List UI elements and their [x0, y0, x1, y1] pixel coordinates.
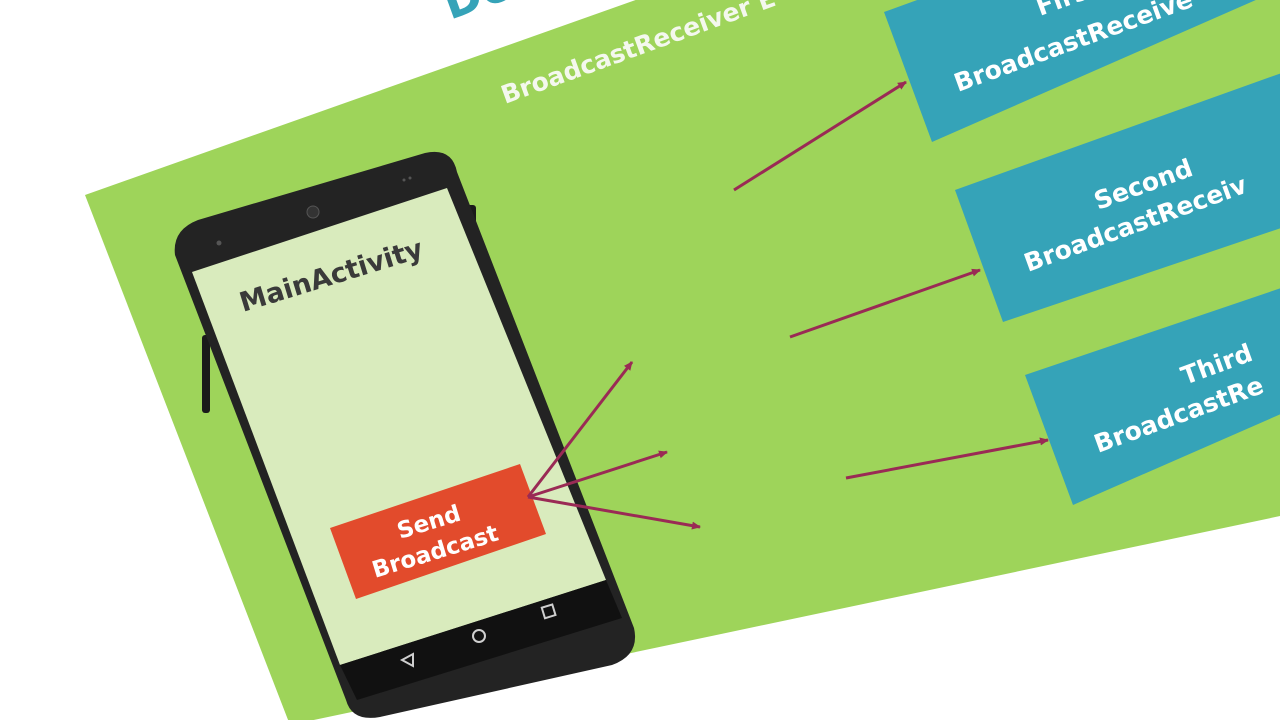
recents-square-icon[interactable] — [540, 603, 557, 620]
sensor-dot-icon — [408, 176, 412, 180]
broadcast-arrow-down — [527, 495, 701, 530]
slide-title: De — [435, 0, 519, 30]
arrow-to-second-receiver — [789, 268, 981, 339]
receiver-box-second — [955, 73, 1280, 322]
arrow-to-first-receiver — [733, 80, 907, 192]
phone-side-button-left — [202, 335, 210, 413]
sensor-dot-icon — [402, 178, 406, 182]
phone: MainActivity Send Broadcast — [174, 151, 636, 718]
broadcast-arrow-up — [526, 361, 634, 498]
receiver-box-first — [884, 0, 1256, 142]
arrow-to-third-receiver — [845, 437, 1049, 480]
front-camera-icon — [306, 205, 320, 219]
sensor-dot-icon — [216, 240, 222, 246]
phone-nav-bar — [340, 580, 622, 700]
receiver-box-third — [1025, 288, 1280, 505]
back-triangle-icon[interactable] — [399, 652, 414, 668]
home-circle-icon[interactable] — [472, 629, 486, 643]
send-broadcast-button[interactable] — [330, 464, 546, 599]
broadcast-arrow-middle — [527, 450, 668, 499]
